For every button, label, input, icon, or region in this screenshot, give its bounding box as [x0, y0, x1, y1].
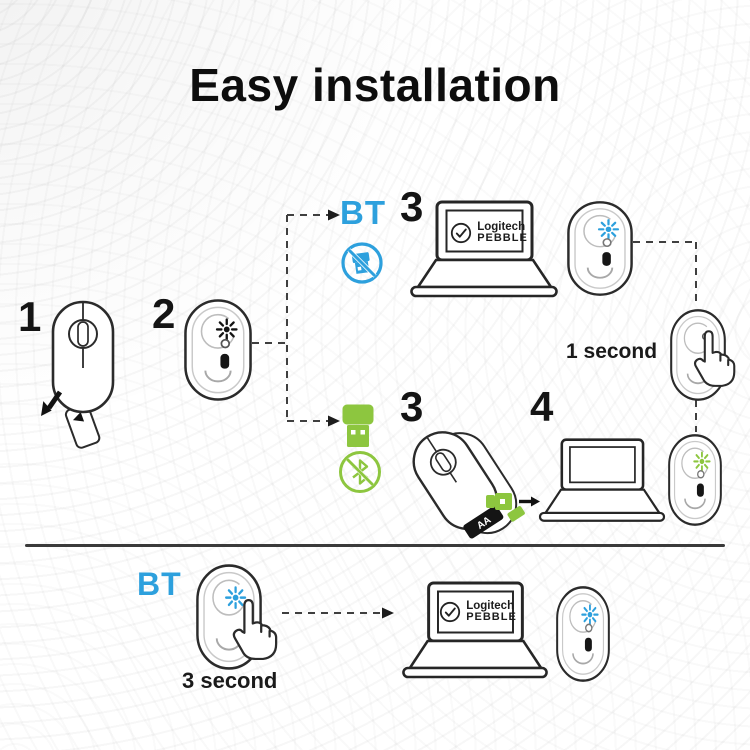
laptop-model: PEBBLE	[466, 611, 517, 624]
no-usb-receiver-icon	[341, 242, 383, 284]
mouse-bottom-power-on	[184, 299, 252, 401]
pairing-confirmation: Logitech PEBBLE	[448, 212, 530, 253]
arrowhead-bt	[328, 209, 340, 221]
laptop-model: PEBBLE	[477, 231, 528, 244]
no-bluetooth-icon	[339, 451, 381, 493]
laptop-pairing-screen-2: Logitech PEBBLE	[400, 581, 550, 682]
section-divider	[25, 544, 725, 547]
press-mouse-1s	[658, 303, 740, 407]
bt-pair-label: BT	[137, 566, 182, 602]
mouse-open-battery: AA	[412, 431, 525, 539]
checkmark-icon	[440, 601, 461, 623]
laptop-brand: Logitech	[466, 600, 515, 613]
step-4-number: 4	[530, 383, 554, 430]
battery-aa	[463, 505, 504, 539]
usb-receiver-icon	[342, 404, 374, 447]
pull-tab-triangle-icon	[72, 412, 85, 422]
scroll-wheel	[434, 452, 452, 473]
power-slider	[220, 353, 230, 369]
step-1-number: 1	[18, 293, 42, 340]
laptop-blank	[537, 438, 667, 525]
step-3-usb-number: 3	[400, 383, 424, 430]
press-mouse-bt	[190, 556, 294, 674]
insert-arrow-icon	[519, 496, 540, 507]
step-3-bt-number: 3	[400, 183, 424, 230]
hand-press-icon	[693, 330, 736, 387]
usb-dongle-in-mouse	[507, 506, 525, 522]
laptop	[2, 0, 150, 98]
pull-out-arrow-icon	[41, 390, 63, 416]
three-second-label: 3 second	[182, 668, 278, 693]
laptop-brand: Logitech	[477, 220, 526, 233]
arrowhead-usb	[328, 415, 340, 427]
arrowhead-bottom	[382, 607, 394, 619]
mouse-top-view	[41, 300, 115, 449]
mouse-bottom-blue-led	[567, 201, 633, 296]
page-title: Easy installation	[189, 59, 561, 111]
mouse-bottom-blue-led-2	[555, 586, 611, 682]
usb-dongle-insert	[486, 493, 540, 510]
bt-mode-label: BT	[340, 194, 386, 231]
step-2-number: 2	[152, 290, 176, 337]
checkmark-icon	[0, 0, 22, 22]
hand-press-icon	[232, 599, 278, 661]
mouse-bottom-green-led	[668, 434, 722, 526]
one-second-label: 1 second	[566, 340, 658, 363]
laptop-pairing-screen: Logitech PEBBLE	[408, 200, 560, 301]
checkmark-icon	[451, 222, 472, 243]
power-button	[220, 338, 231, 349]
pairing-confirmation-2: Logitech PEBBLE	[438, 592, 518, 632]
scroll-wheel	[77, 321, 89, 347]
